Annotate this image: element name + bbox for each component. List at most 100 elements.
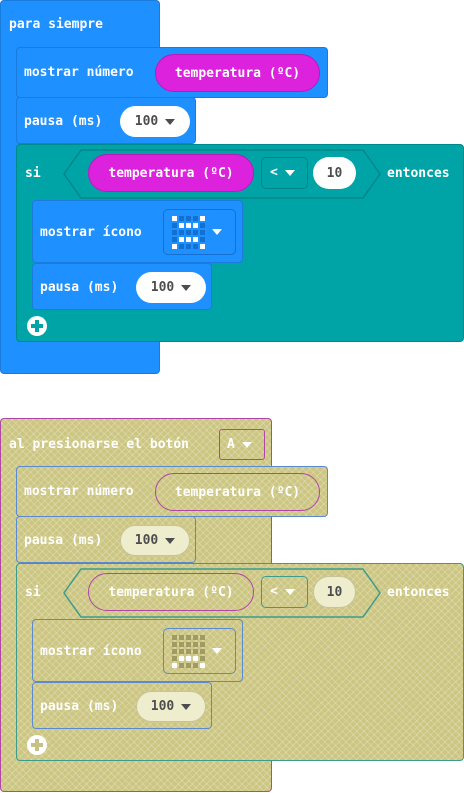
led-pixel	[186, 648, 191, 654]
compare-value-input[interactable]: 10	[313, 157, 356, 189]
disabled-operator-value: <	[270, 584, 278, 599]
led-pixel	[179, 222, 184, 228]
led-pixel	[172, 641, 177, 647]
operator-dropdown[interactable]: <	[261, 157, 308, 189]
led-pixel	[193, 655, 198, 661]
disabled-inner-pause-value-dropdown[interactable]: 100	[136, 691, 206, 722]
if-temperature-label: temperatura (ºC)	[108, 165, 234, 181]
show-icon-label: mostrar ícono	[40, 225, 142, 240]
led-pixel	[172, 662, 177, 668]
pause-block[interactable]: pausa (ms) 100	[16, 97, 196, 144]
button-hat-label: al presionarse el botón	[9, 437, 190, 452]
led-pixel	[193, 662, 198, 668]
led-pixel	[179, 243, 184, 249]
led-pixel	[193, 648, 198, 654]
disabled-compare-value: 10	[326, 584, 343, 600]
add-else-icon[interactable]	[27, 316, 47, 336]
pause-value-dropdown[interactable]: 100	[120, 106, 190, 137]
disabled-comparison-hexagon[interactable]	[63, 568, 381, 618]
led-pixel	[179, 229, 184, 235]
led-pixel	[200, 236, 205, 242]
led-pixel	[200, 662, 205, 668]
disabled-if-label: si	[25, 585, 41, 600]
led-pixel	[200, 229, 205, 235]
disabled-pause-value-dropdown[interactable]: 100	[120, 525, 190, 556]
disabled-show-number-label: mostrar número	[24, 484, 134, 499]
led-pixel	[200, 215, 205, 221]
led-pixel	[179, 662, 184, 668]
led-pixel	[186, 634, 191, 640]
led-pixel	[172, 655, 177, 661]
led-pixel	[200, 222, 205, 228]
chevron-down-icon	[181, 703, 192, 710]
led-pixel	[179, 634, 184, 640]
inner-pause-block[interactable]: pausa (ms) 100	[32, 263, 212, 310]
led-icon-preview	[172, 215, 205, 249]
button-value: A	[227, 437, 235, 452]
led-pixel	[172, 243, 177, 249]
led-pixel	[193, 243, 198, 249]
led-pixel	[179, 648, 184, 654]
led-pixel	[200, 243, 205, 249]
disabled-inner-pause-block[interactable]: pausa (ms) 100	[32, 682, 212, 729]
chevron-down-icon	[284, 170, 295, 176]
then-label: entonces	[387, 166, 450, 181]
icon-dropdown[interactable]	[163, 209, 236, 255]
led-pixel	[193, 634, 198, 640]
disabled-show-icon-block[interactable]: mostrar ícono	[32, 619, 243, 682]
disabled-icon-dropdown[interactable]	[163, 628, 236, 674]
disabled-temperature-label: temperatura (ºC)	[174, 484, 301, 500]
disabled-inner-pause-value: 100	[150, 699, 175, 714]
led-pixel	[186, 243, 191, 249]
led-pixel	[172, 648, 177, 654]
button-dropdown[interactable]: A	[219, 429, 265, 460]
show-icon-block[interactable]: mostrar ícono	[32, 200, 243, 263]
disabled-temperature-reporter[interactable]: temperatura (ºC)	[155, 473, 320, 511]
led-pixel	[186, 662, 191, 668]
led-pixel	[172, 222, 177, 228]
disabled-pause-value: 100	[134, 533, 159, 548]
forever-hat-label: para siempre	[9, 17, 103, 32]
disabled-pause-label: pausa (ms)	[24, 533, 103, 548]
led-pixel	[172, 215, 177, 221]
led-pixel	[172, 634, 177, 640]
led-pixel	[186, 655, 191, 661]
inner-pause-value-dropdown[interactable]: 100	[136, 272, 206, 303]
disabled-add-else-icon[interactable]	[27, 735, 47, 755]
show-number-label: mostrar número	[24, 65, 134, 80]
led-pixel	[200, 634, 205, 640]
disabled-operator-dropdown[interactable]: <	[261, 576, 308, 608]
disabled-pause-block[interactable]: pausa (ms) 100	[16, 516, 196, 563]
led-pixel	[200, 648, 205, 654]
led-pixel	[200, 641, 205, 647]
disabled-compare-value-input[interactable]: 10	[313, 576, 356, 608]
show-number-block[interactable]: mostrar número temperatura (ºC)	[16, 47, 328, 98]
led-pixel	[179, 655, 184, 661]
temperature-reporter[interactable]: temperatura (ºC)	[155, 54, 320, 92]
chevron-down-icon	[212, 229, 222, 235]
led-pixel	[172, 236, 177, 242]
chevron-down-icon	[165, 537, 176, 544]
led-pixel	[179, 215, 184, 221]
pause-value: 100	[134, 114, 159, 129]
inner-pause-value: 100	[150, 280, 175, 295]
chevron-down-icon	[241, 441, 252, 448]
compare-value: 10	[326, 165, 343, 181]
chevron-down-icon	[181, 284, 192, 291]
disabled-led-icon-preview	[172, 634, 205, 668]
disabled-if-temperature-label: temperatura (ºC)	[108, 584, 234, 600]
chevron-down-icon	[165, 118, 176, 125]
operator-value: <	[270, 165, 278, 180]
led-pixel	[193, 222, 198, 228]
if-label: si	[25, 166, 41, 181]
led-pixel	[200, 655, 205, 661]
disabled-inner-pause-label: pausa (ms)	[40, 699, 119, 714]
led-pixel	[193, 236, 198, 242]
disabled-show-number-block[interactable]: mostrar número temperatura (ºC)	[16, 466, 328, 517]
disabled-if-temperature-reporter[interactable]: temperatura (ºC)	[88, 573, 254, 611]
led-pixel	[186, 641, 191, 647]
chevron-down-icon	[284, 589, 295, 595]
led-pixel	[186, 222, 191, 228]
if-temperature-reporter[interactable]: temperatura (ºC)	[88, 154, 254, 192]
pause-label: pausa (ms)	[24, 114, 103, 129]
